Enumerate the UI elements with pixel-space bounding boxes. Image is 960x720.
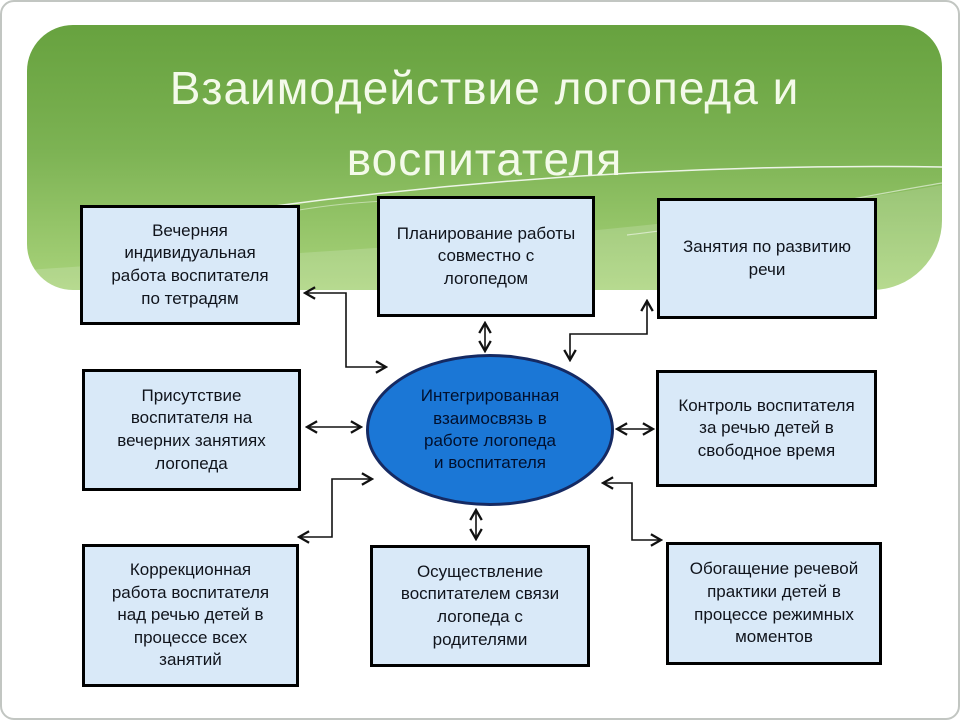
box-evening-individual-work: Вечерняя индивидуальная работа воспитате… bbox=[80, 205, 300, 325]
connector-topleft-center bbox=[305, 293, 386, 367]
connector-bottomright-center bbox=[603, 483, 661, 540]
box-joint-planning: Планирование работы совместно с логопедо… bbox=[377, 196, 595, 317]
box-speech-lessons-label: Занятия по развитию речи bbox=[683, 236, 851, 279]
center-ellipse-integrated-relationship: Интегрированная взаимосвязь в работе лог… bbox=[366, 354, 614, 506]
slide-title-line-1: Взаимодействие логопеда и bbox=[169, 62, 800, 114]
box-parent-liaison: Осуществление воспитателем связи логопед… bbox=[370, 545, 590, 667]
box-speech-control: Контроль воспитателя за речью детей в св… bbox=[656, 370, 877, 487]
box-teacher-presence: Присутствие воспитателя на вечерних заня… bbox=[82, 369, 301, 491]
box-parent-liaison-label: Осуществление воспитателем связи логопед… bbox=[400, 561, 560, 649]
box-evening-individual-work-label: Вечерняя индивидуальная работа воспитате… bbox=[111, 220, 269, 308]
slide-title: Взаимодействие логопеда и воспитателя bbox=[27, 53, 942, 196]
box-teacher-presence-label: Присутствие воспитателя на вечерних заня… bbox=[117, 385, 266, 473]
box-joint-planning-label: Планирование работы совместно с логопедо… bbox=[396, 223, 576, 288]
box-speech-practice: Обогащение речевой практики детей в проц… bbox=[666, 542, 882, 665]
box-speech-control-label: Контроль воспитателя за речью детей в св… bbox=[678, 395, 855, 460]
connector-bottomleft-center bbox=[299, 479, 372, 537]
slide-title-line-2: воспитателя bbox=[346, 133, 623, 186]
box-speech-lessons: Занятия по развитию речи bbox=[657, 198, 877, 319]
box-correction-work: Коррекционная работа воспитателя над реч… bbox=[82, 544, 299, 687]
box-speech-practice-label: Обогащение речевой практики детей в проц… bbox=[689, 559, 859, 647]
box-correction-work-label: Коррекционная работа воспитателя над реч… bbox=[111, 559, 270, 670]
center-ellipse-label: Интегрированная взаимосвязь в работе лог… bbox=[420, 386, 560, 473]
